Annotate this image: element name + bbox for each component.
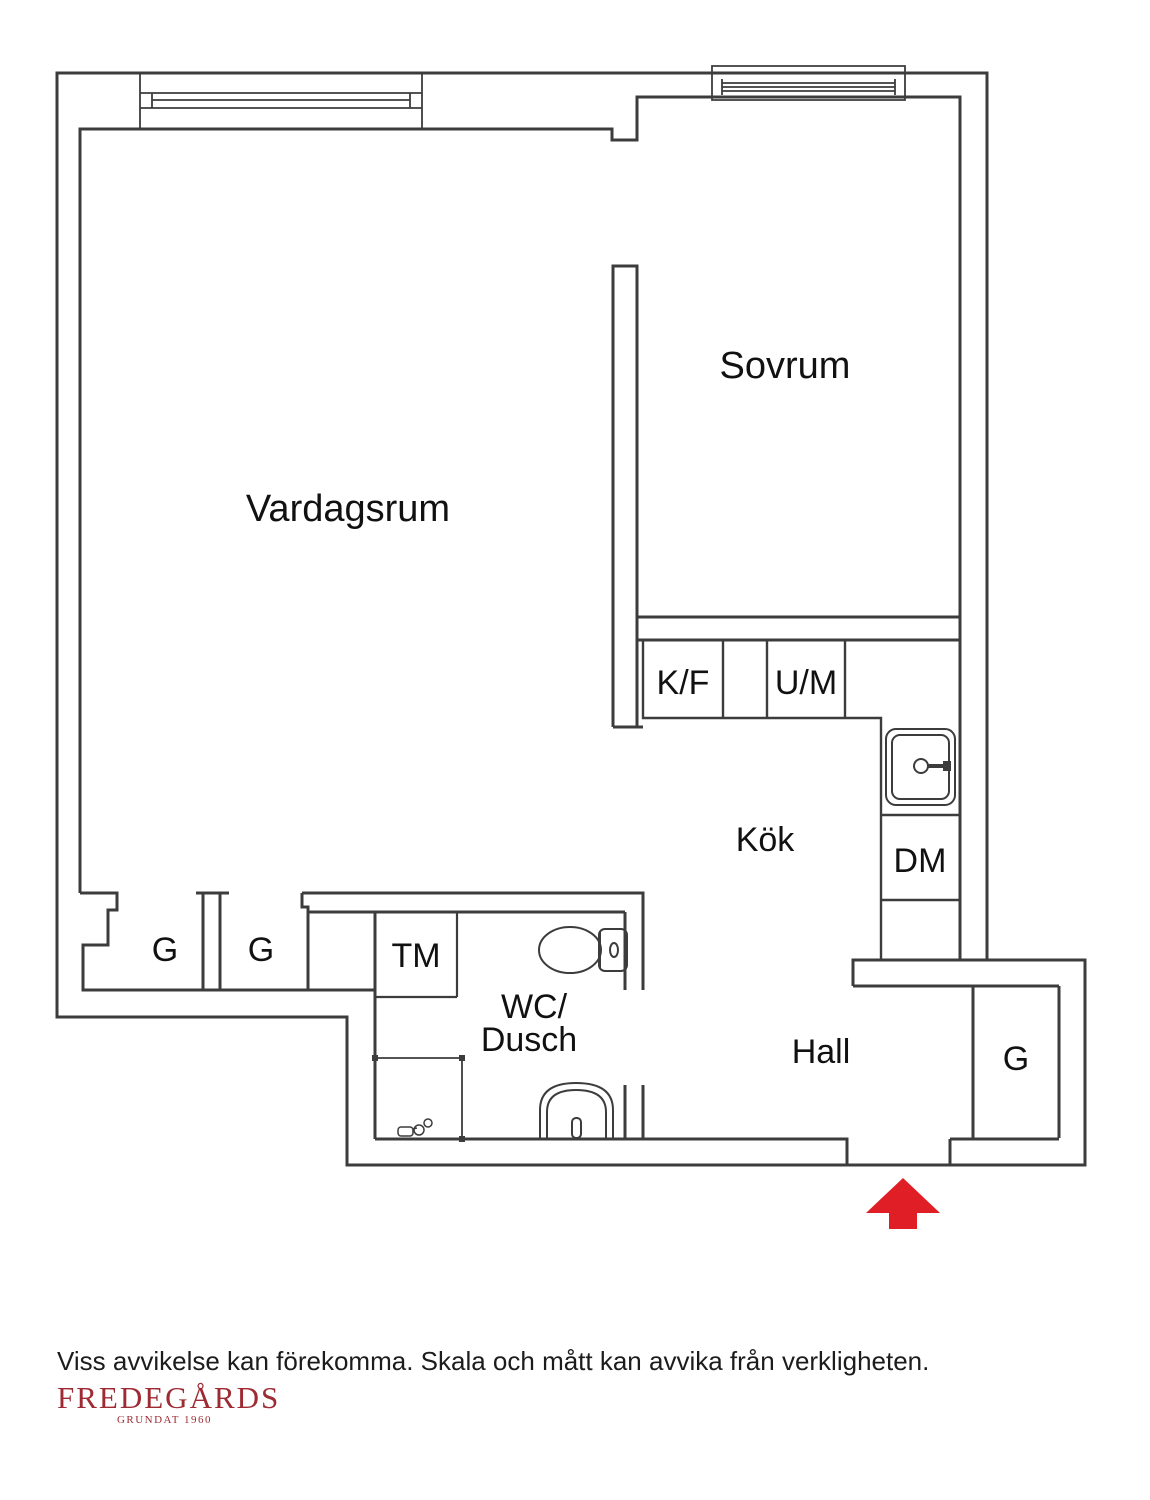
closet-label-g1: G bbox=[152, 931, 178, 969]
appliance-label-oven-micro: U/M bbox=[775, 664, 837, 702]
closet-label-g2: G bbox=[248, 931, 274, 969]
room-label-sovrum: Sovrum bbox=[720, 345, 851, 387]
interior-walls bbox=[80, 264, 1085, 1165]
entrance-arrow-icon bbox=[866, 1178, 940, 1229]
toilet-icon bbox=[538, 926, 628, 974]
room-label-hall: Hall bbox=[792, 1033, 851, 1071]
appliance-label-dishwasher: DM bbox=[894, 842, 947, 880]
closet-label-g3: G bbox=[1003, 1040, 1029, 1078]
kitchen-counter bbox=[641, 640, 960, 960]
disclaimer-text: Viss avvikelse kan förekomma. Skala och … bbox=[57, 1346, 930, 1376]
room-label-wc: WC/ bbox=[501, 988, 568, 1026]
washing-machine-box bbox=[375, 913, 459, 999]
washbasin-icon bbox=[539, 1081, 614, 1139]
shower-handle-icon bbox=[397, 1118, 433, 1137]
appliance-label-fridge-freezer: K/F bbox=[657, 664, 710, 702]
shower-icon bbox=[372, 1055, 465, 1142]
window-vardagsrum-icon bbox=[139, 73, 423, 129]
room-label-dusch: Dusch bbox=[481, 1021, 577, 1059]
window-sovrum-icon bbox=[711, 65, 906, 101]
appliance-label-washing-machine: TM bbox=[391, 937, 440, 975]
brand-logo: FREDEGÅRDS bbox=[57, 1380, 281, 1415]
kitchen-sink-icon bbox=[885, 728, 956, 806]
room-label-vardagsrum: Vardagsrum bbox=[246, 488, 450, 530]
exterior-walls bbox=[55, 71, 1087, 1167]
room-label-kok: Kök bbox=[736, 821, 796, 859]
brand-logo-subtitle: GRUNDAT 1960 bbox=[116, 1414, 213, 1426]
